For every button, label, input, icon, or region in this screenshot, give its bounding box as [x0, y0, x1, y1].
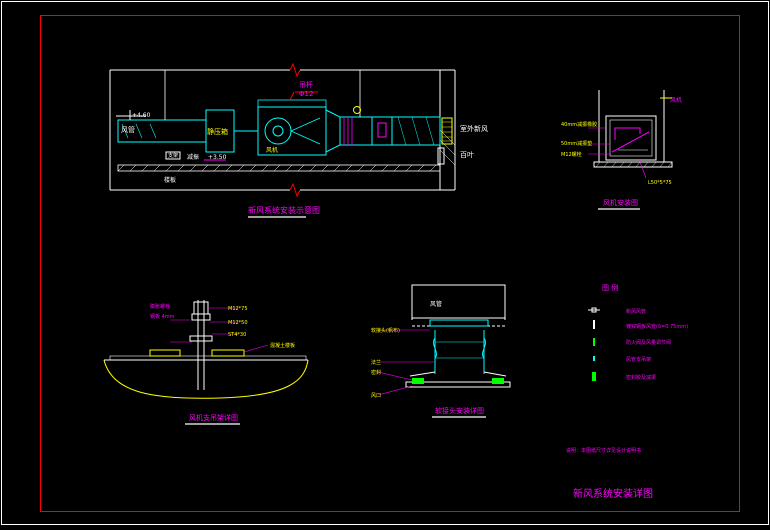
- fan-box-view: [588, 90, 673, 179]
- legend-title: 图 例: [602, 283, 618, 292]
- box-label-top-tag: 风机: [670, 96, 682, 104]
- box-label-l3: M12螺栓: [561, 151, 582, 158]
- anchor-view-title: 风机支吊架详图: [189, 413, 238, 422]
- duct-label-hanger-spec: Φ12: [299, 90, 313, 98]
- frame-border: [40, 15, 740, 512]
- duct-label-hanger: 吊杆: [299, 80, 313, 89]
- duct-label-fresh-air: 室外新风: [460, 124, 488, 133]
- duct-label-silencer: 静压箱: [207, 127, 228, 136]
- box-label-l2: 50mm减振垫: [561, 140, 592, 147]
- flex-joint-view: [377, 284, 511, 396]
- anchor-label-a6: 混凝土楼板: [270, 342, 295, 349]
- anchor-label-a1: 膨胀螺栓: [150, 303, 170, 310]
- duct-label-supply-air: 风管: [121, 125, 135, 134]
- anchor-label-a5: ST4*30: [228, 332, 246, 338]
- box-label-l1: 40mm减振橡胶: [561, 121, 597, 128]
- duct-label-elev-bottom: +3.50: [208, 154, 227, 161]
- duct-installation-view: [109, 62, 456, 198]
- duct-label-fan: 风机: [266, 146, 278, 154]
- joint-label-j4: 风口: [371, 393, 381, 399]
- drawing-title: 新风系统安装详图: [573, 487, 653, 500]
- joint-label-j3: 密封: [371, 369, 381, 376]
- legend-item-label-3: 风管支吊架: [626, 356, 651, 363]
- joint-label-top: 风管: [430, 300, 442, 308]
- legend-item-label-4: 密封胶及减振: [626, 374, 656, 381]
- joint-view-title: 软接头安装详图: [435, 406, 484, 415]
- box-view-title: 风机安装图: [603, 198, 638, 207]
- legend-symbols: [588, 307, 600, 381]
- anchor-label-a2: 钢板 4mm: [150, 313, 175, 320]
- anchor-label-a3: M12*75: [228, 306, 248, 312]
- duct-label-louver: 百叶: [460, 150, 474, 159]
- duct-label-bracket: 支架: [168, 152, 178, 159]
- duct-label-floor: 楼板: [164, 176, 176, 184]
- anchor-label-a4: M12*50: [228, 320, 248, 326]
- duct-view-title: 新风系统安装示意图: [248, 205, 320, 215]
- drawing-note: 说明：本图纸尺寸详见设计说明书: [566, 447, 641, 454]
- box-label-l4: L50*5*75: [648, 180, 672, 186]
- legend-item-label-2: 防火阀及风量调节阀: [626, 339, 671, 346]
- legend-item-label-1: 镀锌钢板风管(δ=0.75mm): [626, 323, 688, 330]
- duct-label-vibration-pad: 减振: [187, 153, 199, 161]
- duct-label-elev-top: +4.60: [132, 112, 151, 119]
- anchor-detail-view: [103, 300, 309, 399]
- joint-label-j2: 法兰: [371, 359, 381, 366]
- legend-item-label-0: 新风风管: [626, 308, 646, 315]
- joint-label-j1: 软接头(帆布): [371, 327, 400, 334]
